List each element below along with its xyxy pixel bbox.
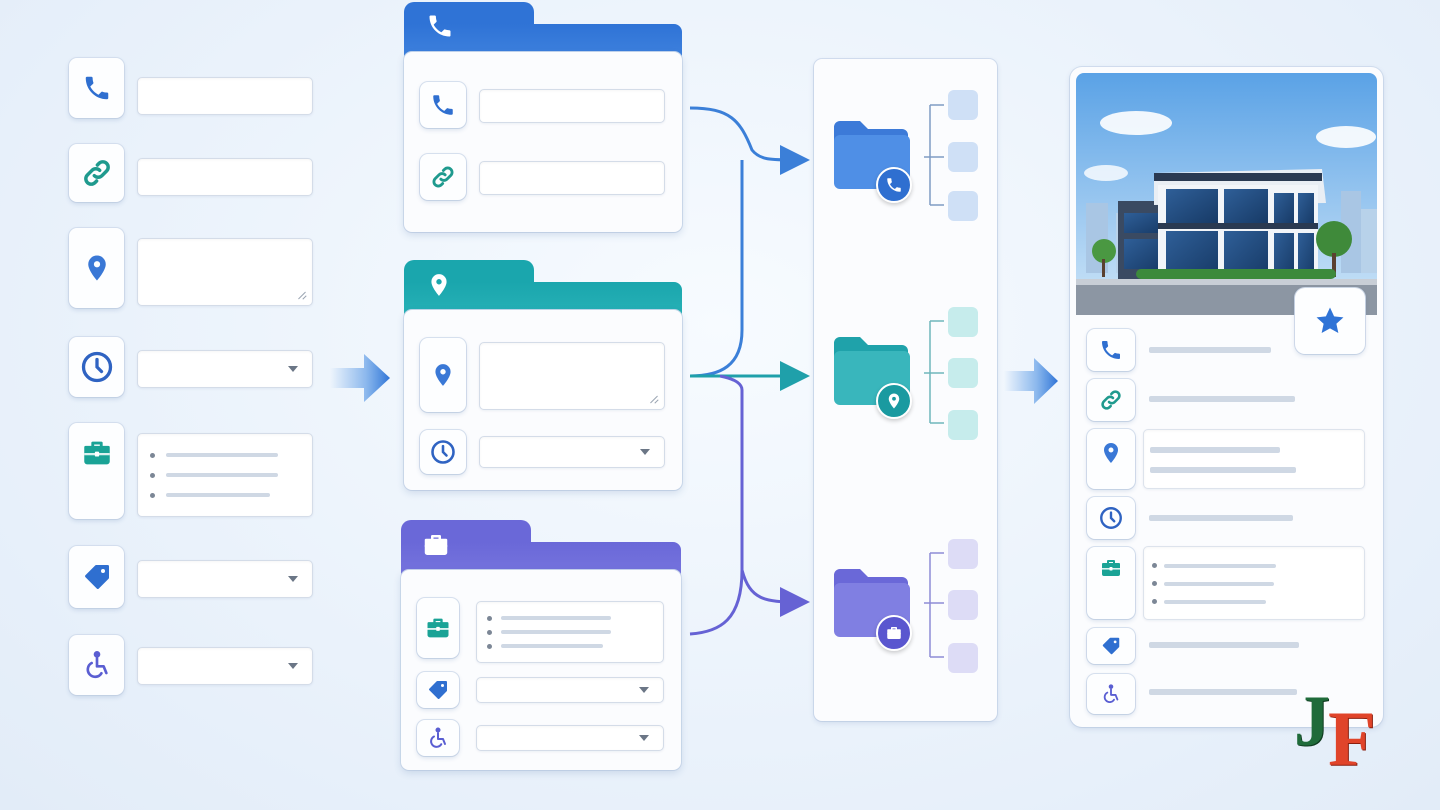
tag-dropdown[interactable] (137, 560, 313, 598)
accessibility-icon (69, 635, 124, 695)
office-building-illustration (1076, 73, 1377, 315)
clock-icon (1087, 497, 1135, 539)
link-icon (1087, 379, 1135, 421)
location-pin-icon (69, 228, 124, 308)
folder-location-tree (924, 320, 944, 424)
location-pin-icon (420, 338, 466, 412)
accessibility-icon (417, 720, 459, 756)
briefcase-bullet-list[interactable] (137, 433, 313, 517)
briefcase-bullet-list[interactable] (476, 601, 664, 663)
folder-contact-tree (924, 104, 944, 206)
tag-icon (1087, 628, 1135, 664)
phone-icon (876, 167, 912, 203)
tree-node (948, 410, 978, 440)
phone-icon (426, 12, 454, 40)
location-value-box (1143, 429, 1365, 489)
briefcase-icon (421, 530, 451, 560)
link-text-input[interactable] (137, 158, 313, 196)
tag-dropdown[interactable] (476, 677, 664, 703)
logo-letter-j: J (1294, 681, 1330, 761)
accessibility-value-line (1149, 689, 1297, 695)
window-work (401, 520, 681, 770)
clock-icon (69, 337, 124, 397)
tree-node (948, 539, 978, 569)
clock-value-line (1149, 515, 1293, 521)
link-icon (420, 154, 466, 200)
accessibility-dropdown[interactable] (476, 725, 664, 751)
star-icon (1313, 304, 1347, 338)
phone-text-input[interactable] (137, 77, 313, 115)
location-textarea[interactable] (479, 342, 665, 410)
phone-icon (69, 58, 124, 118)
link-text-input[interactable] (479, 161, 665, 195)
favorite-button[interactable] (1295, 288, 1365, 354)
tag-icon (69, 546, 124, 608)
clock-dropdown[interactable] (137, 350, 313, 388)
jf-logo: J F (1290, 680, 1410, 782)
phone-icon (1087, 329, 1135, 371)
window-location (404, 260, 682, 490)
clock-icon (420, 430, 466, 474)
flow-arrow-2 (1004, 356, 1060, 406)
tree-node (948, 643, 978, 673)
location-pin-icon (1087, 429, 1135, 489)
location-textarea[interactable] (137, 238, 313, 306)
accessibility-dropdown[interactable] (137, 647, 313, 685)
phone-icon (420, 82, 466, 128)
tree-node (948, 191, 978, 221)
phone-text-input[interactable] (479, 89, 665, 123)
briefcase-icon (69, 423, 124, 519)
tree-node (948, 307, 978, 337)
link-icon (69, 144, 124, 202)
tree-node (948, 590, 978, 620)
folders-panel (814, 59, 997, 721)
tree-node (948, 90, 978, 120)
tree-node (948, 142, 978, 172)
flow-connectors (689, 106, 810, 636)
window-contact (404, 2, 682, 232)
flow-arrow-1 (330, 352, 392, 404)
tag-icon (417, 672, 459, 708)
briefcase-icon (417, 598, 459, 658)
location-pin-icon (426, 270, 452, 300)
clock-dropdown[interactable] (479, 436, 665, 468)
logo-letter-f: F (1328, 695, 1376, 782)
profile-card (1070, 67, 1383, 727)
briefcase-icon (1087, 547, 1135, 619)
briefcase-value-box (1143, 546, 1365, 620)
tree-node (948, 358, 978, 388)
phone-value-line (1149, 347, 1271, 353)
link-value-line (1149, 396, 1295, 402)
briefcase-icon (876, 615, 912, 651)
tag-value-line (1149, 642, 1299, 648)
location-pin-icon (876, 383, 912, 419)
folder-work-tree (924, 552, 944, 658)
accessibility-icon (1087, 674, 1135, 714)
